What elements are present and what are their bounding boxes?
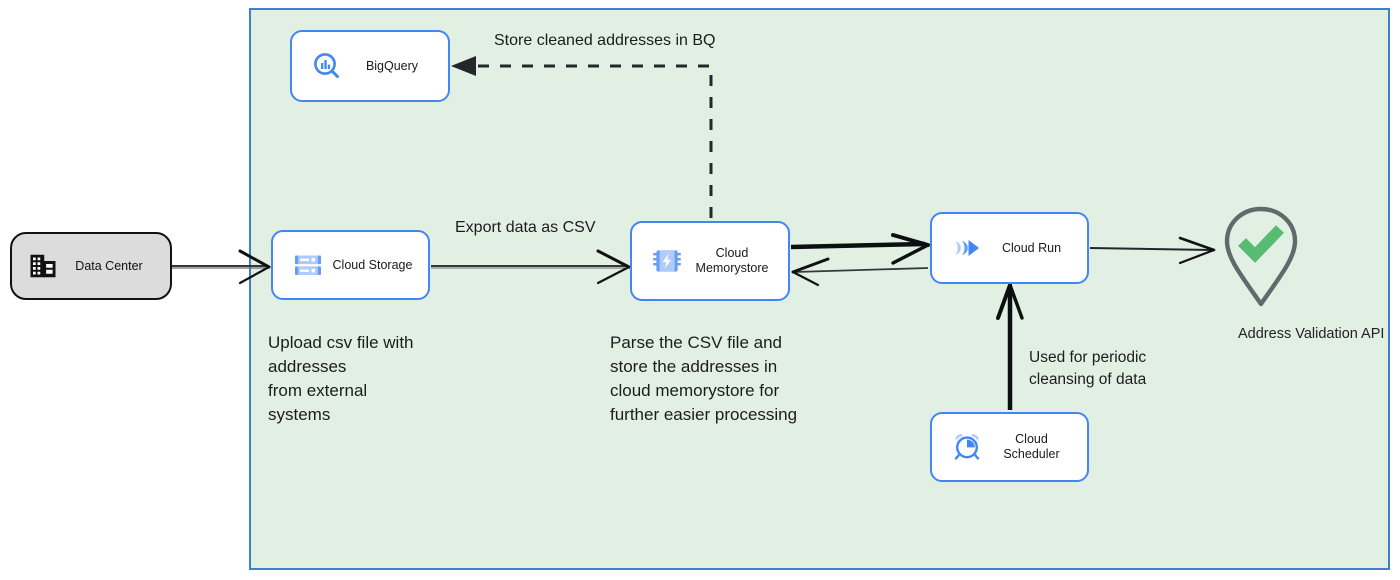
node-label-data-center: Data Center (75, 259, 143, 273)
office-building-icon (28, 251, 58, 281)
bigquery-icon (310, 49, 344, 83)
node-data-center[interactable]: Data Center (10, 232, 172, 300)
node-bigquery[interactable]: BigQuery (290, 30, 450, 102)
edge-label-export-csv: Export data as CSV (455, 219, 596, 236)
node-cloud-memorystore[interactable]: Cloud Memorystore (630, 221, 790, 301)
node-address-validation-api[interactable]: Address Validation API (1218, 205, 1398, 342)
node-cloud-storage[interactable]: Cloud Storage (271, 230, 430, 300)
node-label-cloud-memorystore: Cloud Memorystore (695, 246, 769, 275)
note-parse-csv: Parse the CSV file and store the address… (610, 333, 798, 425)
node-cloud-run[interactable]: Cloud Run (930, 212, 1089, 284)
cloud-run-icon (950, 231, 984, 265)
node-label-cloud-run: Cloud Run (1001, 240, 1062, 255)
note-upload-csv: Upload csv file with addresses from exte… (268, 333, 414, 425)
cloud-scheduler-icon (950, 430, 984, 464)
node-label-bigquery: BigQuery (365, 58, 419, 73)
cloud-storage-icon (291, 248, 325, 282)
edge-label-store-in-bq: Store cleaned addresses in BQ (494, 32, 716, 49)
node-label-cloud-storage: Cloud Storage (332, 257, 413, 272)
cloud-memorystore-icon (650, 244, 684, 278)
node-label-cloud-scheduler: Cloud Scheduler (1003, 432, 1060, 461)
map-pin-check-icon (1224, 206, 1298, 307)
note-periodic-cleansing: Used for periodic cleansing of data (1029, 349, 1147, 388)
node-label-address-validation-api: Address Validation API (1238, 326, 1385, 342)
node-cloud-scheduler[interactable]: Cloud Scheduler (930, 412, 1089, 482)
